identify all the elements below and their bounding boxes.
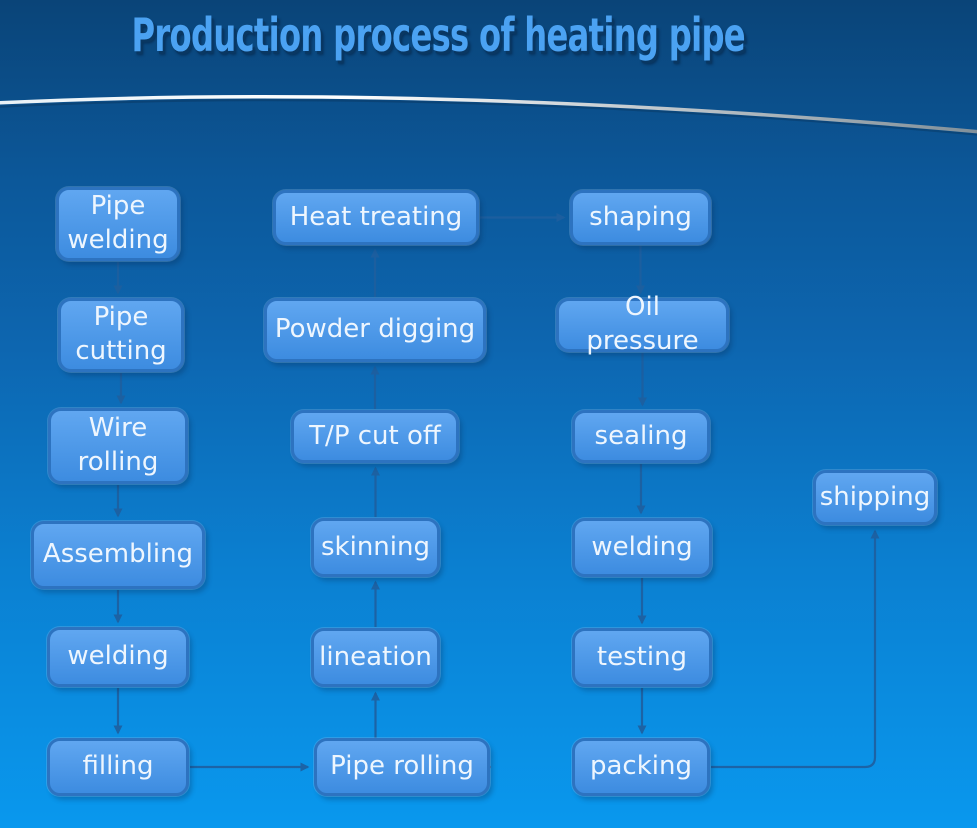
- flow-node-label: Powder digging: [274, 314, 476, 345]
- flow-node-welding-1: welding: [47, 627, 189, 687]
- flow-node-assembling: Assembling: [31, 521, 205, 589]
- flow-node-label: packing: [590, 751, 692, 782]
- decorative-curve-line: [0, 95, 977, 134]
- flow-node-label: Oil pressure: [586, 292, 699, 356]
- flow-node-welding-2: welding: [572, 518, 712, 577]
- flow-node-shipping: shipping: [813, 470, 937, 525]
- flow-node-label: shipping: [819, 481, 931, 512]
- flow-node-lineation: lineation: [311, 628, 440, 687]
- flow-node-testing: testing: [572, 628, 712, 687]
- flow-node-label: Pipe cutting: [75, 302, 167, 366]
- decorative-curve-shadow: [0, 99, 977, 136]
- flow-node-label: filling: [82, 751, 154, 782]
- flow-node-filling: filling: [47, 738, 189, 796]
- flow-node-label: welding: [67, 641, 169, 672]
- flow-node-tp-cut-off: T/P cut off: [291, 410, 459, 463]
- flow-node-skinning: skinning: [311, 518, 440, 577]
- flow-node-label: T/P cut off: [309, 420, 441, 451]
- flow-node-oil-pressure: Oil pressure: [556, 292, 729, 356]
- flow-node-label: Wire rolling: [77, 413, 159, 477]
- flow-node-heat-treating: Heat treating: [273, 190, 479, 245]
- flow-node-label: Pipe welding: [67, 191, 169, 255]
- page-title-text: Production process of heating pipe: [131, 8, 745, 62]
- flow-node-label: skinning: [321, 531, 430, 562]
- flow-node-sealing: sealing: [572, 410, 710, 463]
- flow-node-label: welding: [591, 531, 693, 562]
- flow-node-label: sealing: [594, 420, 688, 451]
- flow-node-label: lineation: [319, 641, 432, 672]
- flow-node-wire-rolling: Wire rolling: [48, 408, 188, 484]
- flow-node-label: Heat treating: [289, 201, 463, 232]
- flow-node-label: Assembling: [42, 539, 194, 570]
- flow-node-packing: packing: [572, 738, 710, 796]
- flow-arrow-packing-shipping: [711, 529, 880, 769]
- flow-node-pipe-welding: Pipe welding: [56, 187, 180, 261]
- flow-node-label: Pipe rolling: [330, 751, 474, 782]
- flow-node-powder-digging: Powder digging: [264, 298, 486, 362]
- flow-node-shaping: shaping: [570, 190, 711, 245]
- page-title: Production process of heating pipe: [0, 8, 872, 62]
- flow-node-pipe-cutting: Pipe cutting: [58, 298, 184, 372]
- flow-node-label: shaping: [589, 201, 692, 232]
- flow-node-pipe-rolling: Pipe rolling: [314, 738, 490, 796]
- flow-node-label: testing: [596, 641, 688, 672]
